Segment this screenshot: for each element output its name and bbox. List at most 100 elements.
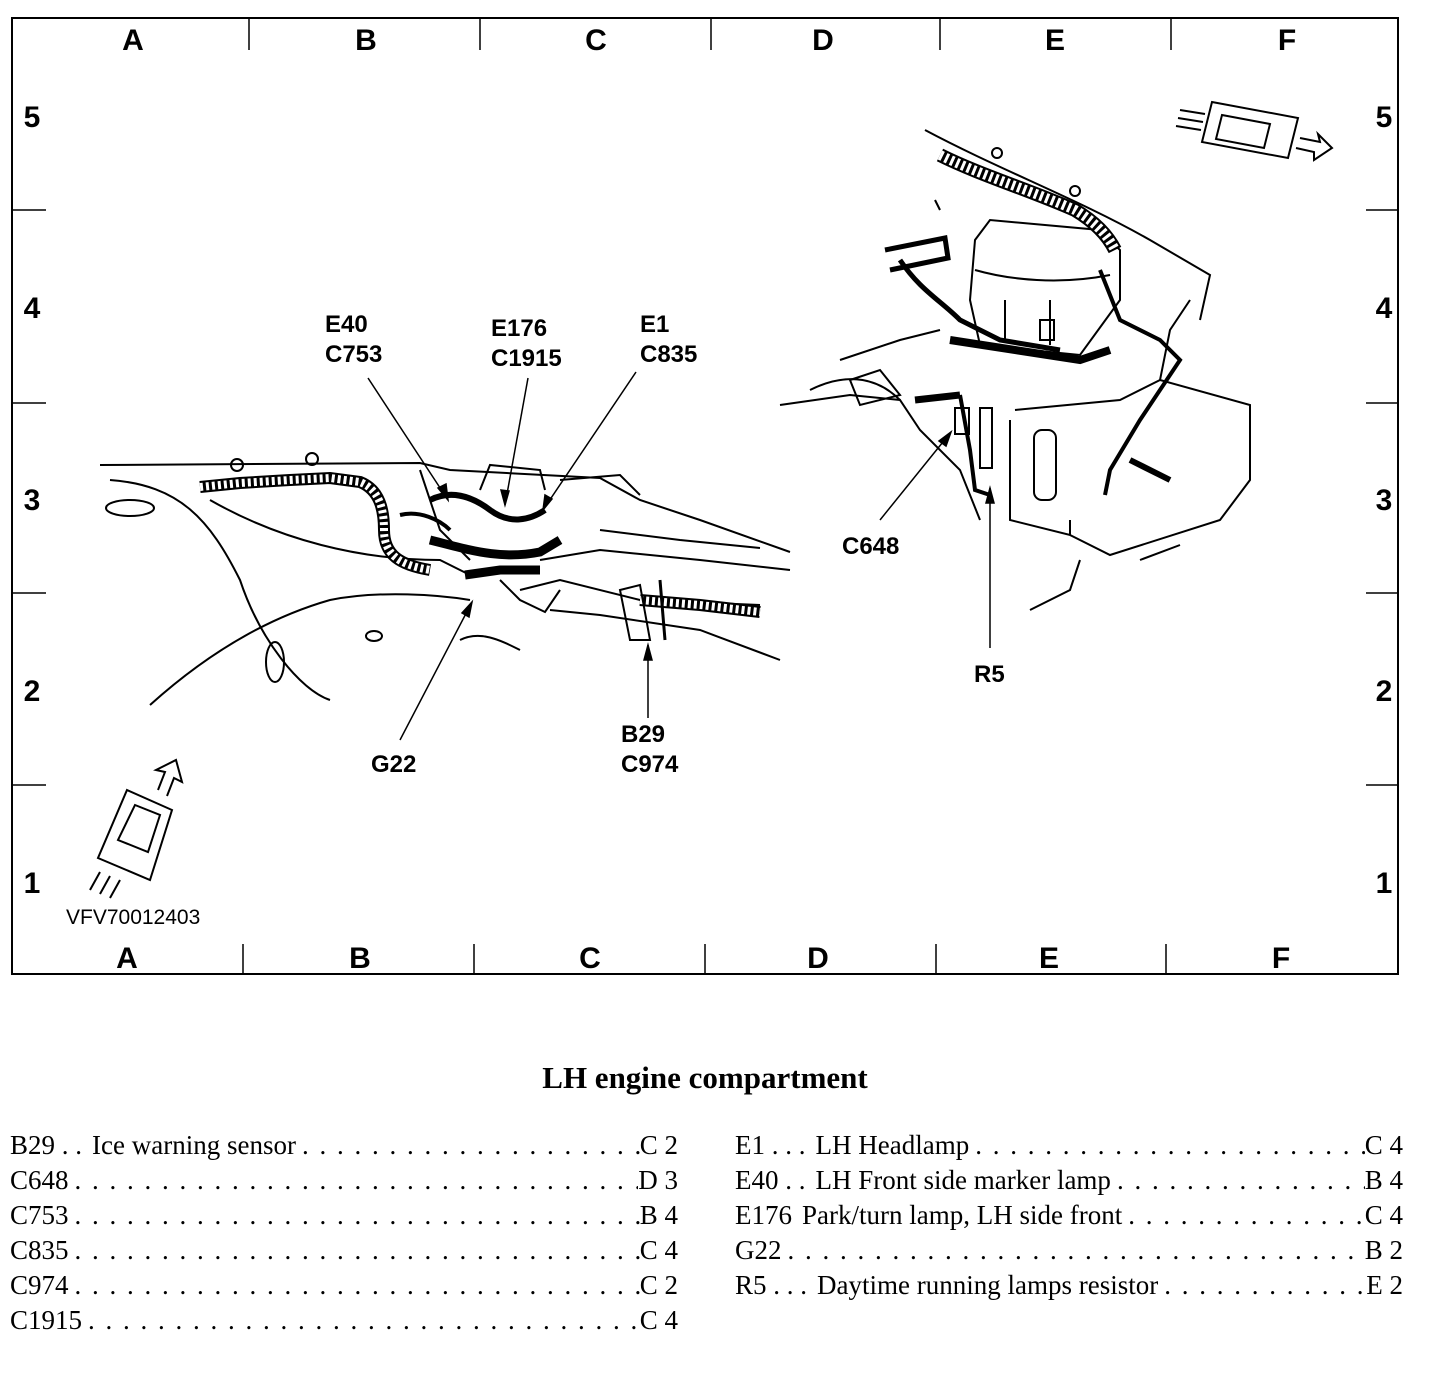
legend-row: C753 B 4 <box>10 1200 678 1235</box>
row-label-left: 3 <box>24 484 41 517</box>
col-label-bottom: F <box>1272 942 1290 975</box>
legend-ref: B29 . . <box>10 1130 83 1160</box>
leader-dots <box>1122 1200 1365 1231</box>
legend-row: C835 C 4 <box>10 1235 678 1270</box>
legend-grid-location: B 4 <box>639 1200 678 1230</box>
legend-desc: LH Headlamp <box>815 1130 970 1160</box>
legend-grid-location: B 2 <box>1364 1235 1403 1265</box>
col-label-bottom: B <box>349 942 371 975</box>
legend-row: E176 Park/turn lamp, LH side front C 4 <box>735 1200 1403 1235</box>
legend-desc: Daytime running lamps resistor <box>817 1270 1159 1300</box>
column-labels-bottom: A B C D E F <box>116 942 1290 975</box>
col-label-top: B <box>355 24 377 57</box>
legend-ref: C974 <box>10 1270 69 1300</box>
legend-row: B29 . . Ice warning sensor C 2 <box>10 1130 678 1165</box>
column-labels-top: A B C D E F <box>122 24 1296 57</box>
legend-grid-location: C 4 <box>1364 1200 1403 1230</box>
callout-c1915: C1915 <box>491 345 562 372</box>
figure-code: VFV70012403 <box>66 906 200 929</box>
legend-row: C648 D 3 <box>10 1165 678 1200</box>
legend-desc: Ice warning sensor <box>92 1130 296 1160</box>
callout-c974: C974 <box>621 751 679 778</box>
row-label-left: 4 <box>24 292 41 325</box>
legend-grid-location: C 4 <box>639 1305 678 1335</box>
leader-dots <box>1158 1270 1366 1301</box>
right-harness-conduit <box>884 147 1183 497</box>
legend-row: C974 C 2 <box>10 1270 678 1305</box>
top-column-ticks <box>248 18 1172 50</box>
callout-b29: B29 <box>621 721 665 748</box>
legend-grid-location: C 4 <box>639 1235 678 1265</box>
col-label-top: F <box>1278 24 1296 57</box>
row-label-left: 2 <box>24 675 41 708</box>
legend-ref: E40 . . <box>735 1165 806 1195</box>
legend-grid-location: C 4 <box>1364 1130 1403 1160</box>
callout-e1: E1 <box>640 311 669 338</box>
row-label-right: 4 <box>1376 292 1393 325</box>
legend-ref: C753 <box>10 1200 69 1230</box>
legend-grid-location: C 2 <box>639 1130 678 1160</box>
vehicle-front-direction-icon-bottom <box>89 758 184 899</box>
leader-dots <box>296 1130 640 1161</box>
row-label-right: 3 <box>1376 484 1393 517</box>
legend-desc: Park/turn lamp, LH side front <box>802 1200 1123 1230</box>
legend-row: C1915 C 4 <box>10 1305 678 1340</box>
row-label-left: 1 <box>24 867 41 900</box>
legend-row: E1 . . . LH Headlamp C 4 <box>735 1130 1403 1165</box>
lh-radiator-support-drawing <box>779 129 1251 611</box>
leader-dots <box>69 1165 639 1196</box>
callout-e176: E176 <box>491 315 547 342</box>
legend-desc: LH Front side marker lamp <box>815 1165 1111 1195</box>
legend-ref: E176 <box>735 1200 792 1230</box>
col-label-top: E <box>1045 24 1065 57</box>
legend-row: R5 . . . Daytime running lamps resistor … <box>735 1270 1403 1305</box>
leader-dots <box>1111 1165 1365 1196</box>
legend-row: E40 . . LH Front side marker lamp B 4 <box>735 1165 1403 1200</box>
legend-ref: R5 . . . <box>735 1270 808 1300</box>
legend-ref: E1 . . . <box>735 1130 806 1160</box>
left-row-ticks <box>12 209 46 786</box>
diagram-frame <box>11 17 1399 975</box>
leader-dots <box>69 1200 640 1231</box>
legend-grid-location: E 2 <box>1366 1270 1403 1300</box>
legend-grid-location: B 4 <box>1364 1165 1403 1195</box>
legend-ref: C648 <box>10 1165 69 1195</box>
col-label-top: C <box>585 24 607 57</box>
row-label-right: 5 <box>1376 101 1393 134</box>
callout-c648: C648 <box>842 533 899 560</box>
col-label-bottom: D <box>807 942 829 975</box>
legend-column-left: B29 . . Ice warning sensor C 2 C648 D 3 … <box>10 1130 678 1340</box>
col-label-bottom: E <box>1039 942 1059 975</box>
legend-ref: C1915 <box>10 1305 83 1335</box>
legend-row: G22 B 2 <box>735 1235 1403 1270</box>
row-label-right: 1 <box>1376 867 1393 900</box>
col-label-top: A <box>122 24 144 57</box>
legend-column-right: E1 . . . LH Headlamp C 4 E40 . . LH Fron… <box>735 1130 1403 1305</box>
left-harness-conduit <box>199 452 761 641</box>
callout-e40: E40 <box>325 311 368 338</box>
leader-dots <box>82 1305 640 1336</box>
row-label-right: 2 <box>1376 675 1393 708</box>
row-label-left: 5 <box>24 101 41 134</box>
callout-labels: E40 C753 E176 C1915 E1 C835 G22 B29 C974… <box>325 311 1005 778</box>
row-labels-right: 5 4 3 2 1 <box>1376 101 1393 900</box>
vehicle-front-direction-icon-top <box>1175 100 1334 162</box>
location-diagram: A B C D E F A B C D E F 5 4 3 2 1 5 4 3 … <box>11 17 1399 975</box>
leader-dots <box>782 1235 1365 1266</box>
col-label-top: D <box>812 24 834 57</box>
legend-ref: C835 <box>10 1235 69 1265</box>
leader-dots <box>969 1130 1365 1161</box>
row-labels-left: 5 4 3 2 1 <box>24 101 41 900</box>
leader-dots <box>69 1235 640 1266</box>
callout-r5: R5 <box>974 661 1005 688</box>
legend-ref: G22 <box>735 1235 782 1265</box>
col-label-bottom: C <box>579 942 601 975</box>
legend-grid-location: D 3 <box>638 1165 678 1195</box>
lh-fender-apron-drawing <box>99 461 791 706</box>
leader-dots <box>69 1270 640 1301</box>
col-label-bottom: A <box>116 942 138 975</box>
callout-c753: C753 <box>325 341 382 368</box>
legend-grid-location: C 2 <box>639 1270 678 1300</box>
legend-title: LH engine compartment <box>542 1060 868 1095</box>
callout-g22: G22 <box>371 751 416 778</box>
